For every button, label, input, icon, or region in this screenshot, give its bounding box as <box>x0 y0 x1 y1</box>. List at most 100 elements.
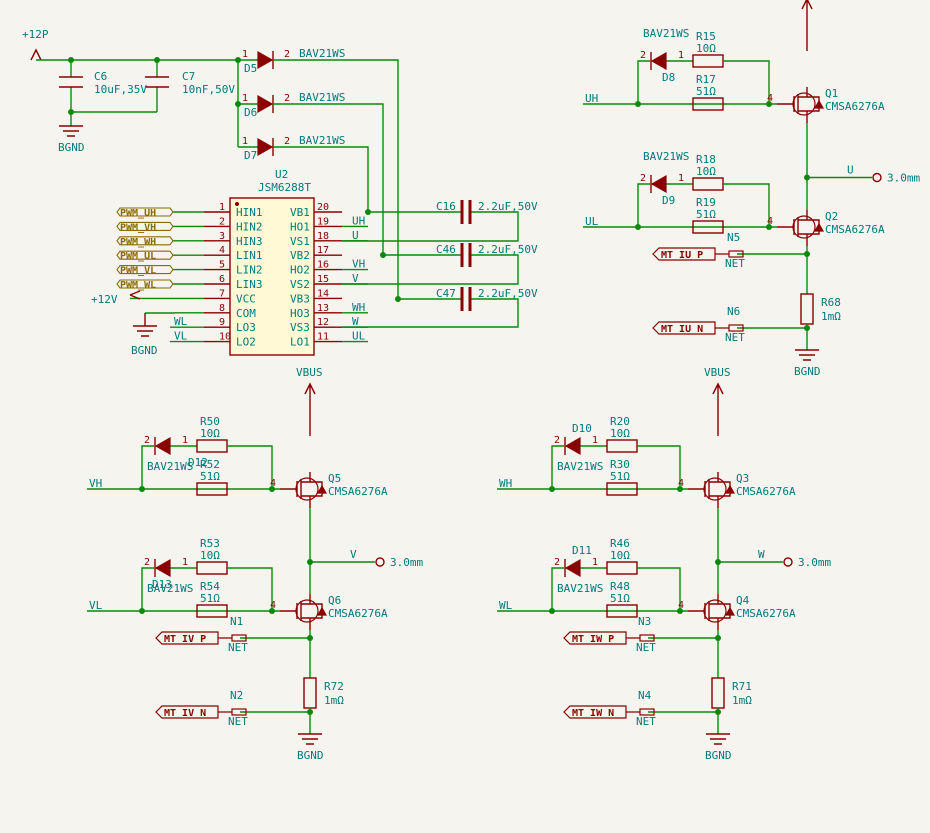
p12p-label: +12P <box>22 28 49 41</box>
pad-icon <box>872 172 882 183</box>
svg-text:2: 2 <box>284 49 290 60</box>
hier-label-shape <box>563 631 640 645</box>
d7-part: BAV21WS <box>299 134 345 147</box>
net-tie-val: NET <box>228 641 248 654</box>
bgnd-label: BGND <box>794 365 821 378</box>
bootstrap-caps: C16 2.2uF,50V C46 2.2uF,50V C47 2.2uF,50… <box>342 200 538 328</box>
d6-ref: D6 <box>244 106 257 119</box>
resistor-body <box>692 220 724 234</box>
mosfet-symbol <box>280 594 323 630</box>
resistor-body <box>692 97 724 111</box>
hier-label-shape <box>563 705 640 719</box>
resistor-body <box>692 54 724 68</box>
resistor-ref: R17 <box>696 73 716 86</box>
junction <box>139 608 145 614</box>
pin-4: 4 <box>678 600 684 611</box>
hier-label-text: MT_IW_N <box>572 708 614 719</box>
shunt-ref: R72 <box>324 680 344 693</box>
ic-pin-number: 6 <box>219 274 225 285</box>
resistor-wire <box>227 445 273 489</box>
resistor-val: 10Ω <box>696 42 716 55</box>
ic-pin-name: VS3 <box>290 321 310 334</box>
gate-net-label: UL <box>585 215 599 228</box>
d5-ref: D5 <box>244 62 257 75</box>
hier-label-text: PWM_VL <box>120 266 156 277</box>
u2-part: JSM6288T <box>258 181 311 194</box>
resistor-ref: R52 <box>200 458 220 471</box>
c7-ref: C7 <box>182 70 195 83</box>
ic-pin-name: HO1 <box>290 220 310 233</box>
resistor-ref: R50 <box>200 415 220 428</box>
d6-part: BAV21WS <box>299 91 345 104</box>
mosfet-part: CMSA6276A <box>736 485 796 498</box>
hier-label-text: PWM_UL <box>120 251 156 262</box>
mosfet-ref: Q6 <box>328 594 341 607</box>
diode-part: BAV21WS <box>643 27 689 40</box>
ic-pin-name: VS1 <box>290 235 310 248</box>
c6-ref: C6 <box>94 70 107 83</box>
shunt-ref: R71 <box>732 680 752 693</box>
u2-ref: U2 <box>275 168 288 181</box>
pad-label: 3.0mm <box>798 556 831 569</box>
net-tie-ref: N6 <box>727 305 740 318</box>
net-label: UL <box>352 330 366 343</box>
vbus-label: VBUS <box>704 366 731 379</box>
mosfet-symbol <box>777 210 820 246</box>
pin-2: 2 <box>640 173 646 184</box>
pin-1: 1 <box>592 435 598 446</box>
junction <box>139 486 145 492</box>
mosfet-part: CMSA6276A <box>736 607 796 620</box>
ic-pin-number: 16 <box>317 260 329 271</box>
mosfet-diode <box>813 99 825 109</box>
mosfet-diode <box>316 606 328 616</box>
ic-pin-number: 2 <box>219 216 225 227</box>
resistor-body <box>196 604 228 618</box>
ic-pin-number: 14 <box>317 288 329 299</box>
ground-icon <box>59 125 83 137</box>
ic-pin-name: LO2 <box>236 336 256 349</box>
shunt-val: 1mΩ <box>732 694 752 707</box>
net-label: V <box>352 272 359 285</box>
diode-ref: D13 <box>152 578 172 591</box>
ic-pin-number: 12 <box>317 317 329 328</box>
diode-wire <box>637 183 693 227</box>
resistor-val: 51Ω <box>200 470 220 483</box>
diode-part: BAV21WS <box>147 460 193 473</box>
hier-label-shape <box>116 279 174 289</box>
resistor-body <box>196 482 228 496</box>
resistor-body <box>606 439 638 453</box>
mosfet-diode <box>813 222 825 232</box>
net-label: WL <box>174 315 188 328</box>
mosfet-ref: Q3 <box>736 472 749 485</box>
mosfet-diode <box>724 606 736 616</box>
diode-wire <box>141 445 197 489</box>
mosfet-symbol <box>777 87 820 123</box>
diode-wire <box>551 567 607 611</box>
hier-label-shape <box>652 321 729 335</box>
resistor-wire <box>227 567 273 611</box>
ic-pin-number: 7 <box>219 288 225 299</box>
pad-label: 3.0mm <box>390 556 423 569</box>
hier-label-text: MT_IU_P <box>661 250 703 261</box>
diode-ref: D12 <box>188 456 208 469</box>
hier-label-shape <box>155 705 232 719</box>
svg-text:1: 1 <box>242 93 248 104</box>
resistor-wire <box>723 60 770 104</box>
d5-part: BAV21WS <box>299 47 345 60</box>
c47-val: 2.2uF,50V <box>478 287 538 300</box>
ic-pin-name: LIN3 <box>236 278 263 291</box>
mosfet-part: CMSA6276A <box>328 607 388 620</box>
c46-ref: C46 <box>436 243 456 256</box>
mosfet-outline <box>703 599 727 623</box>
mosfet-ref: Q4 <box>736 594 750 607</box>
gate-net-label: VL <box>89 599 103 612</box>
resistor-ref: R48 <box>610 580 630 593</box>
net-label: WH <box>352 301 365 314</box>
vbus-arrow <box>801 0 813 51</box>
mosfet-symbol <box>688 594 731 630</box>
ic-pin-number: 8 <box>219 303 225 314</box>
